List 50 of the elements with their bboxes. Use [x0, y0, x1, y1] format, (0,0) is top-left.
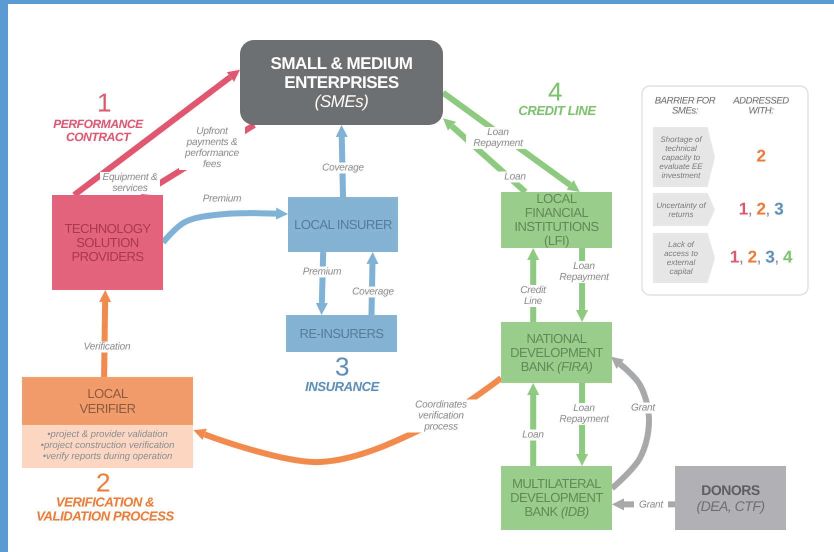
table-cell: Uncertainty of returns — [653, 193, 715, 226]
arrow — [99, 290, 112, 378]
box-title: SMALL & MEDIUM ENTERPRISES — [270, 54, 414, 92]
arrow — [336, 125, 348, 198]
arrow — [72, 70, 240, 198]
bullet-text: •project construction verification — [40, 440, 174, 451]
process-box — [288, 197, 398, 252]
edge-label: Upfront payments & performance fees — [179, 126, 245, 170]
process-box — [675, 466, 786, 530]
arrow — [443, 118, 528, 194]
process-box — [286, 315, 397, 352]
process-box — [501, 466, 612, 530]
edge-label: Equipment & services — [100, 172, 160, 194]
section-title: INSURANCE — [304, 380, 380, 394]
section-number: 2 — [96, 468, 110, 498]
process-box — [22, 377, 193, 468]
section-title: CREDIT LINE — [517, 104, 598, 118]
box-title: MULTILATERAL DEVELOPMENT BANK (IDB) — [509, 477, 604, 519]
table-header: BARRIER FOR SMEs: — [654, 96, 716, 118]
table-header: ADDRESSED WITH: — [732, 96, 790, 118]
process-box — [501, 322, 612, 383]
box-subtitle: (DEA, CTF) — [695, 498, 766, 514]
bullet-text: •verify reports during operation — [42, 451, 174, 462]
box-title: NATIONAL DEVELOPMENT BANK (FIRA) — [509, 332, 604, 374]
table-cell-value: 1, 2, 3, 4 — [728, 248, 794, 268]
bullet-text: •project & provider validation — [46, 429, 169, 440]
process-box — [501, 192, 612, 248]
edge-label: Coordinates verification process — [404, 400, 478, 432]
section-number: 3 — [334, 352, 350, 382]
section-number: 4 — [548, 78, 562, 106]
section-number: 1 — [96, 88, 112, 118]
table-cell-value: 2 — [755, 148, 767, 166]
arrow — [366, 252, 378, 316]
arrow — [316, 252, 328, 315]
box-title: TECHNOLOGY SOLUTION PROVIDERS — [63, 222, 152, 264]
box-title: LOCAL FINANCIAL INSTITUTIONS (LFI) — [513, 192, 600, 248]
table-cell: Shortage of technical capacity to evaluate EE investment — [653, 127, 715, 187]
rounded-box — [240, 40, 443, 125]
table-cell-value: 1, 2, 3 — [738, 200, 784, 220]
arrow — [527, 383, 540, 466]
box-title: DONORS — [700, 482, 761, 498]
section-title: PERFORMANCE CONTRACT — [52, 118, 144, 144]
box-header: LOCAL VERIFIER — [22, 377, 193, 425]
table-cell: Lack of access to external capital — [653, 233, 715, 283]
box-title: RE-INSURERS — [298, 326, 385, 340]
process-box — [52, 195, 163, 290]
section-title: VERIFICATION & VALIDATION PROCESS — [35, 496, 175, 524]
box-title: LOCAL INSURER — [293, 218, 393, 232]
arrow — [610, 356, 652, 491]
box-subtitle: (SMEs) — [314, 92, 370, 111]
